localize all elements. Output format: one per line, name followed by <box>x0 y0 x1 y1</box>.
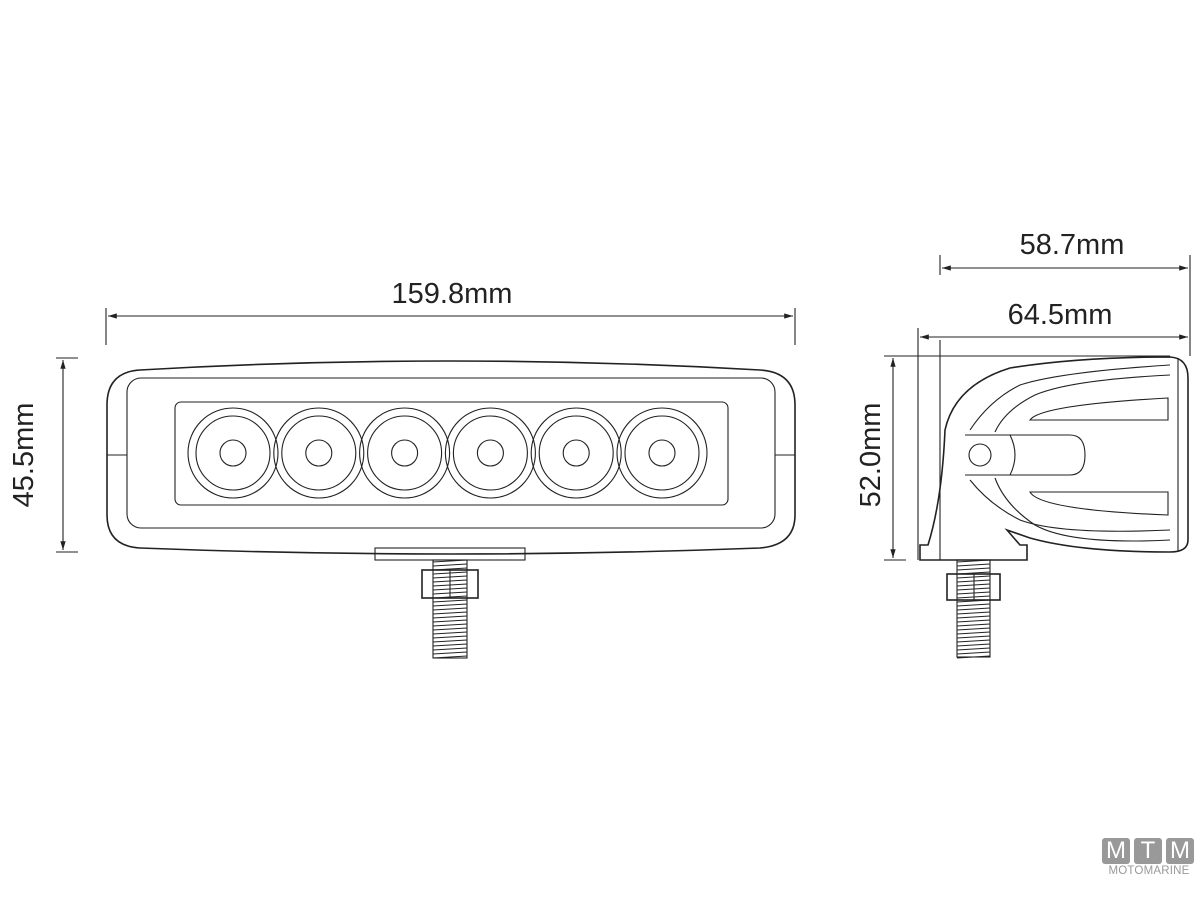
side-housing <box>919 356 1189 561</box>
led-emitter <box>219 439 247 467</box>
side-depth-dimension-bottom: 64.5mm <box>917 299 1188 560</box>
led-reflector-inner <box>281 415 357 491</box>
front-width-dimension: 159.8mm <box>105 278 796 345</box>
led-reflector <box>530 407 622 499</box>
front-view <box>106 360 796 659</box>
logo-letter: M <box>1166 838 1194 864</box>
mounting-bolt <box>421 559 479 659</box>
side-height-label: 52.0mm <box>855 403 887 508</box>
side-depth-label-top: 58.7mm <box>1020 229 1125 261</box>
logo-letter: M <box>1102 838 1130 864</box>
side-depth-dimension-top: 58.7mm <box>939 229 1191 356</box>
led-reflector <box>273 407 365 499</box>
housing-outline <box>106 360 796 555</box>
led-array <box>187 407 708 499</box>
front-width-label: 159.8mm <box>392 278 513 310</box>
front-height-dimension: 45.5mm <box>8 357 78 553</box>
side-depth-label-bottom: 64.5mm <box>1008 299 1113 331</box>
led-emitter <box>476 439 504 467</box>
lens-window <box>174 401 729 506</box>
side-height-dimension: 52.0mm <box>855 355 1170 561</box>
led-reflector <box>616 407 708 499</box>
pivot-bolt <box>968 443 992 467</box>
logo-name: MOTOMARINE <box>1108 865 1190 877</box>
led-reflector <box>187 407 279 499</box>
led-emitter <box>648 439 676 467</box>
led-reflector-inner <box>195 415 271 491</box>
led-reflector-inner <box>452 415 528 491</box>
led-reflector-inner <box>624 415 700 491</box>
led-reflector <box>359 407 451 499</box>
led-emitter <box>305 439 333 467</box>
logo-letter: T <box>1134 838 1162 864</box>
led-reflector-inner <box>367 415 443 491</box>
led-emitter <box>391 439 419 467</box>
led-emitter <box>562 439 590 467</box>
led-reflector <box>444 407 536 499</box>
front-height-label: 45.5mm <box>8 403 40 508</box>
motomarine-logo: M T M MOTOMARINE <box>1102 838 1196 877</box>
bezel <box>126 377 776 529</box>
side-view <box>919 340 1189 659</box>
led-reflector-inner <box>538 415 614 491</box>
side-mounting-bolt <box>946 559 1001 659</box>
